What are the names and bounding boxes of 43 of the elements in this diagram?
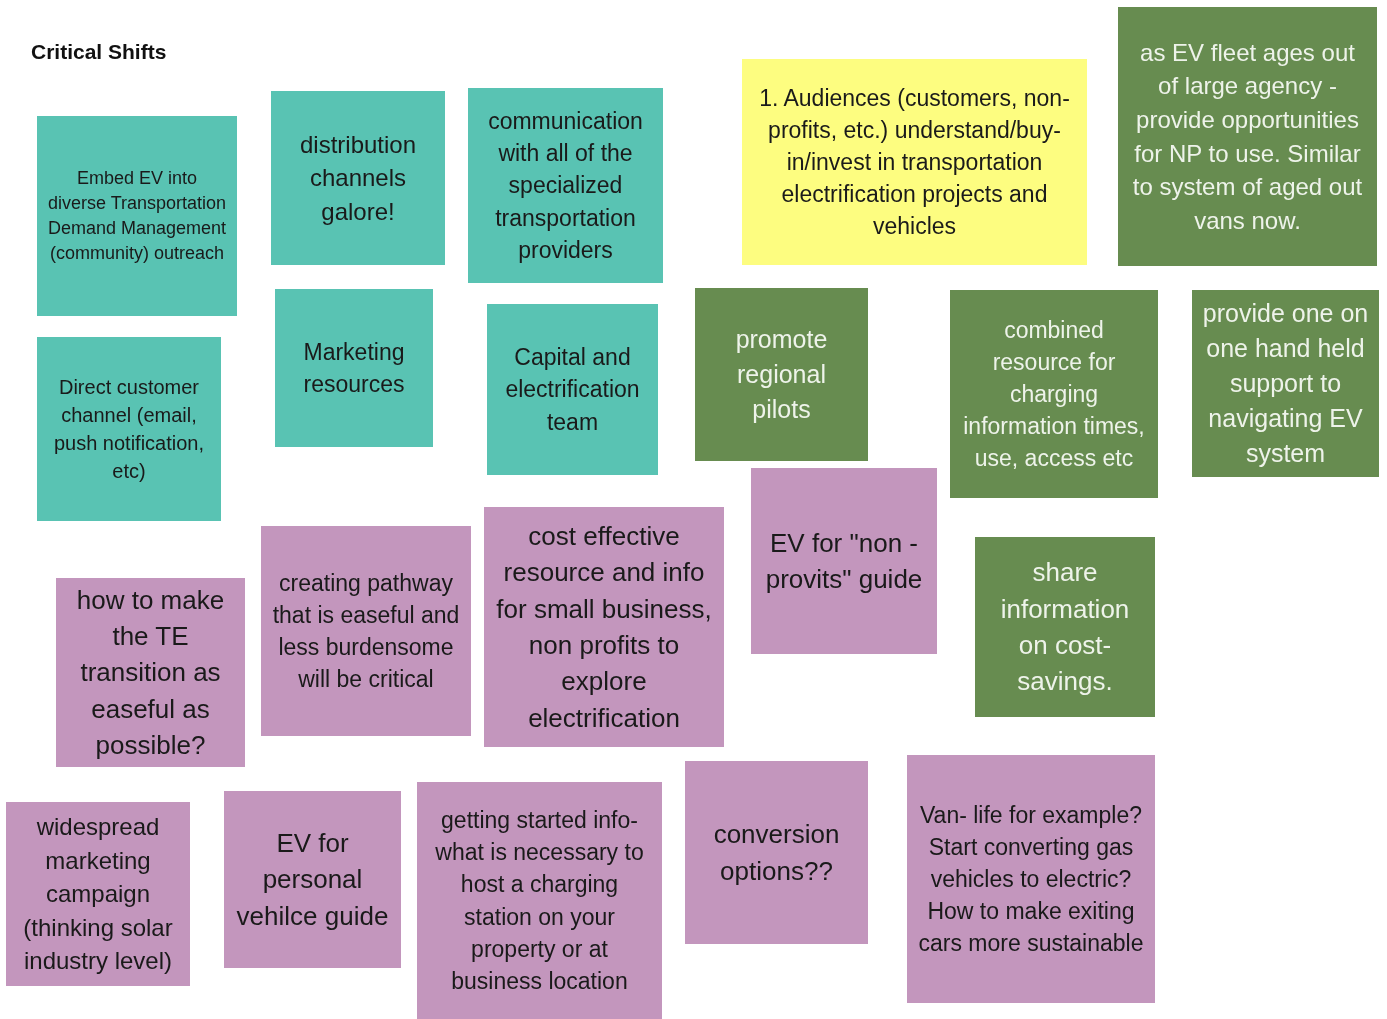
note-text: provide one on one hand held support to navigating EV system <box>1202 298 1369 469</box>
sticky-note <box>950 290 1158 498</box>
note-text: share information on cost-savings. <box>999 556 1131 699</box>
sticky-note <box>487 304 658 475</box>
note-text: distribution channels galore! <box>298 129 418 227</box>
note-text: widespread marketing campaign (thinking solar industry level) <box>22 812 174 977</box>
note-text: promote regional pilots <box>734 324 829 425</box>
sticky-note <box>695 288 868 461</box>
note-text: how to make the TE transition as easeful as possible? <box>75 583 226 763</box>
sticky-note <box>37 116 237 316</box>
sticky-note <box>261 526 471 736</box>
note-text: communication with all of the specialized transportation providers <box>487 107 644 265</box>
sticky-note <box>271 91 445 265</box>
sticky-note <box>6 802 190 986</box>
note-text: 1. Audiences (customers, non-profits, etc.) understand/buy-in/invest in transportation electrification projects and vehicles <box>758 83 1071 242</box>
note-text: cost effective resource and info for small business, non profits to explore electrification <box>495 519 713 735</box>
sticky-note <box>275 289 433 447</box>
note-text: EV for personal vehilce guide <box>235 826 390 933</box>
sticky-note <box>37 337 221 521</box>
note-text: Embed EV into diverse Transportation Demand Management (community) outreach <box>47 166 227 266</box>
note-text: as EV fleet ages out of large agency - provide opportunities for NP to use. Similar to system of aged out vans now. <box>1131 37 1364 236</box>
sticky-note <box>417 782 662 1019</box>
note-text: Van- life for example? Start converting gas vehicles to electric? How to make exiting cars more sustainable <box>917 800 1145 959</box>
sticky-note <box>484 507 724 747</box>
note-text: EV for "non - provits" guide <box>764 526 924 596</box>
sticky-note <box>685 761 868 944</box>
note-text: getting started info-what is necessary to host a charging station on your property or at business location <box>434 805 645 996</box>
sticky-note <box>975 537 1155 717</box>
note-text: creating pathway that is easeful and less burdensome will be critical <box>271 568 461 695</box>
sticky-note <box>907 755 1155 1003</box>
sticky-note <box>56 578 245 767</box>
sticky-note <box>1192 290 1379 477</box>
note-text: Direct customer channel (email, push notification, etc) <box>52 375 206 484</box>
note-text: Capital and electrification team <box>504 343 641 437</box>
note-text: combined resource for charging information times, use, access etc <box>962 315 1146 474</box>
sticky-note <box>1118 7 1377 266</box>
sticky-note <box>751 468 937 654</box>
sticky-note <box>468 88 663 283</box>
board-title: Critical Shifts <box>31 40 167 64</box>
sticky-note <box>224 791 401 968</box>
note-text: conversion options?? <box>712 818 841 888</box>
note-text: Marketing resources <box>302 337 406 399</box>
sticky-note <box>742 59 1087 265</box>
